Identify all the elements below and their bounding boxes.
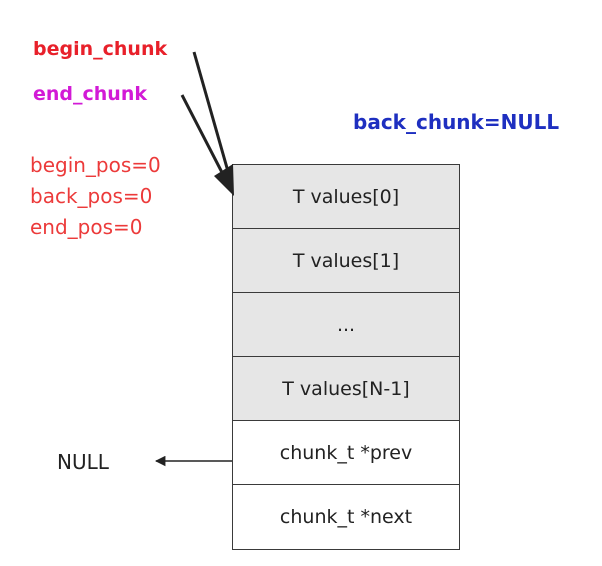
end-chunk-label: end_chunk xyxy=(33,83,147,105)
back-chunk-label: back_chunk=NULL xyxy=(353,110,560,134)
back-pos-label: back_pos=0 xyxy=(30,184,153,208)
begin-chunk-arrow xyxy=(192,51,233,183)
chunk-cell-prev: chunk_t *prev xyxy=(233,421,459,485)
chunk-cell-next: chunk_t *next xyxy=(233,485,459,549)
chunk-arrowhead xyxy=(214,164,234,196)
chunk-cell-values-1: T values[1] xyxy=(233,229,459,293)
chunk-cell-values-0: T values[0] xyxy=(233,165,459,229)
end-chunk-arrow xyxy=(180,94,231,187)
end-pos-label: end_pos=0 xyxy=(30,215,143,239)
chunk-cell-ellipsis: ... xyxy=(233,293,459,357)
null-label: NULL xyxy=(57,450,109,474)
chunk-block: T values[0] T values[1] ... T values[N-1… xyxy=(232,164,460,550)
chunk-cell-values-last: T values[N-1] xyxy=(233,357,459,421)
begin-chunk-label: begin_chunk xyxy=(33,38,168,60)
begin-pos-label: begin_pos=0 xyxy=(30,153,161,177)
